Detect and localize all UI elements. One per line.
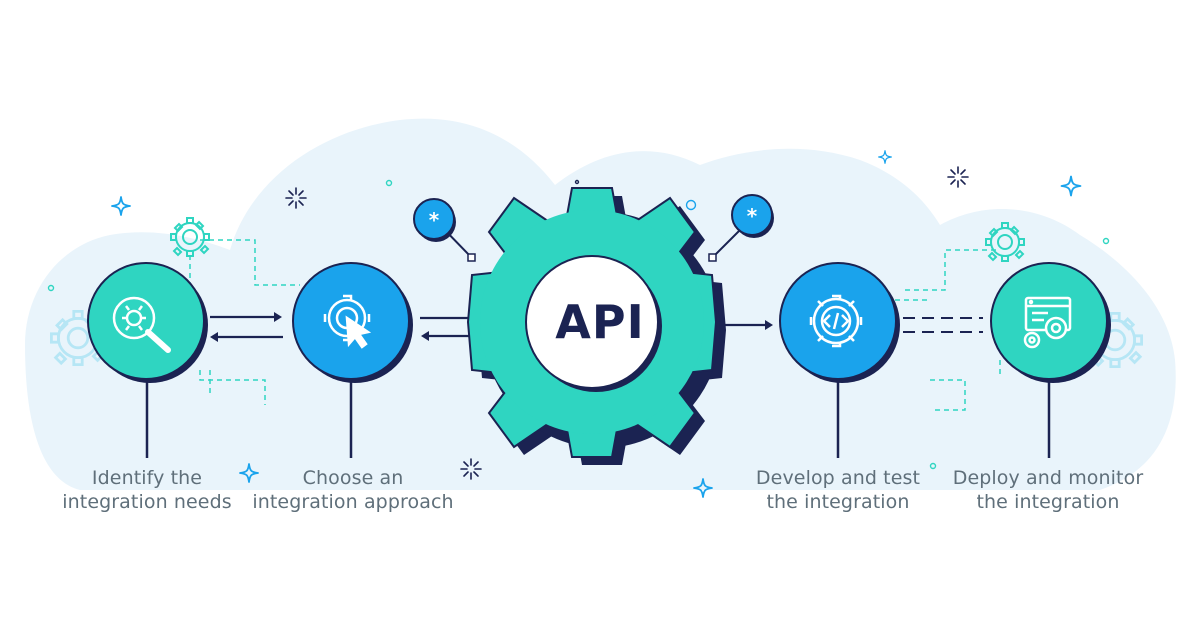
svg-text:*: * [747, 204, 758, 228]
step-label-identify: Identify the integration needs [37, 466, 257, 514]
window-gears-icon [1023, 296, 1072, 349]
antenna-left: * [413, 198, 476, 262]
step-label-develop: Develop and test the integration [728, 466, 948, 514]
search-gear-icon [112, 296, 171, 353]
dot-decorations [47, 179, 1110, 470]
svg-text:*: * [429, 208, 440, 232]
step-label-line: Identify the [91, 467, 203, 489]
code-gear-icon [809, 294, 863, 348]
antenna-right: * [708, 194, 774, 262]
step-label-line: Choose an [302, 467, 404, 489]
step-node-develop [779, 262, 900, 383]
step-label-deploy: Deploy and monitor the integration [938, 466, 1158, 514]
dashed-link [903, 317, 983, 333]
api-label: API [555, 295, 645, 349]
step-label-line: integration needs [62, 491, 232, 513]
step-node-identify [87, 262, 208, 383]
step-label-choose: Choose an integration approach [243, 466, 463, 514]
step-node-choose [292, 262, 413, 383]
step-label-line: Develop and test [755, 467, 921, 489]
step-label-line: integration approach [252, 491, 454, 513]
step-label-line: Deploy and monitor [952, 467, 1144, 489]
cursor-gear-icon [323, 294, 372, 349]
api-gear: * * [413, 187, 774, 465]
step-node-deploy [990, 262, 1111, 383]
stems [145, 378, 1051, 458]
step-label-line: the integration [976, 491, 1120, 513]
step-label-line: the integration [766, 491, 910, 513]
